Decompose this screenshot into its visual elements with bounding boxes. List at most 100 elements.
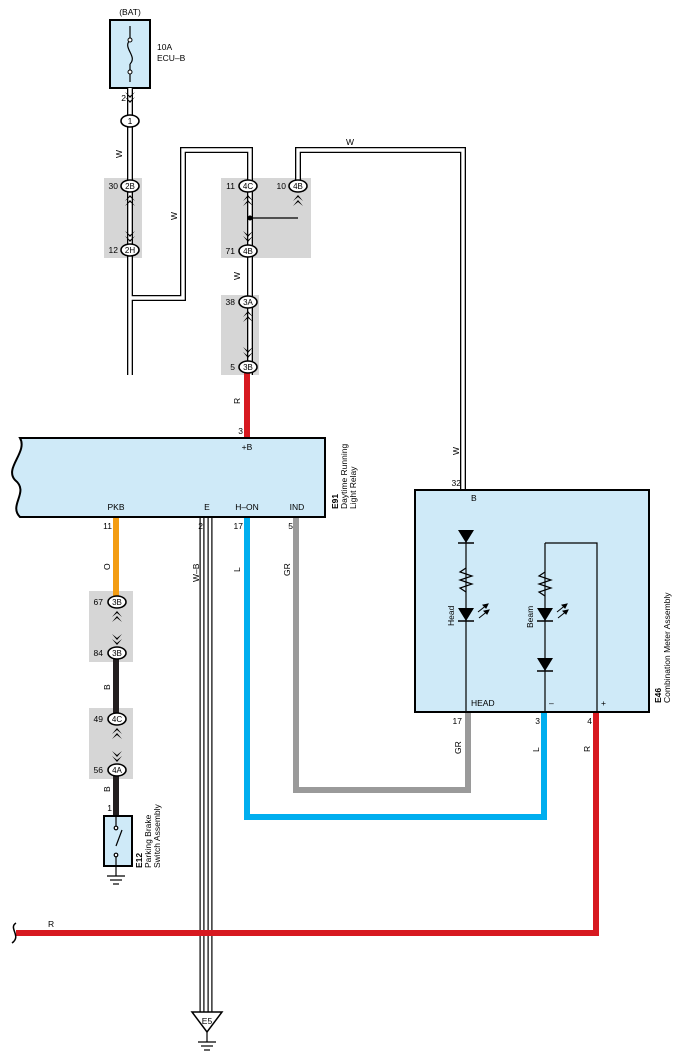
connector-arrow-12 — [112, 751, 122, 762]
connector-arrow-5 — [293, 195, 303, 206]
switch-contact — [113, 816, 123, 876]
fuse-pin: 2 — [121, 93, 126, 103]
oval-3B-b — [107, 646, 127, 660]
conn-3B-top: 3B — [243, 363, 253, 372]
pin-84: 84 — [94, 648, 104, 658]
relay-name-1: Daytime Running — [339, 444, 349, 509]
wire-label-r3: R — [48, 919, 54, 929]
pin-11: 11 — [226, 181, 235, 191]
oval-4C-top — [238, 179, 258, 193]
meter-plus-num: 4 — [587, 716, 592, 726]
oval-4B-mid — [238, 244, 258, 258]
conn-4C-top: 4C — [243, 182, 253, 191]
wire-label-r1: R — [232, 398, 242, 404]
conn-3A: 3A — [243, 298, 253, 307]
ground-id: E5 — [202, 1016, 213, 1026]
oval-4B-top — [288, 179, 308, 193]
oval-1 — [120, 114, 140, 128]
switch-code: E12 — [134, 853, 144, 868]
wire-label-r2: R — [582, 746, 592, 752]
connector-arrow-10 — [112, 634, 122, 645]
pin-5: 5 — [230, 362, 235, 372]
wire-gray-gr — [293, 518, 471, 793]
oval-2B — [120, 179, 140, 193]
switch-name-1: Parking Brake — [143, 814, 153, 868]
battery-label: (BAT) — [119, 7, 141, 17]
meter-name: Combination Meter Assembly — [662, 592, 672, 703]
relay-ind: IND — [290, 502, 305, 512]
relay-name-2: Light Relay — [348, 466, 358, 509]
connector-arrows — [112, 92, 303, 762]
meter-plus: + — [601, 698, 606, 708]
connector-arrow-8 — [243, 347, 253, 358]
ground-E5-triangle — [190, 1011, 224, 1034]
oval-3B-a — [107, 595, 127, 609]
relay-pin-b-num: 3 — [238, 426, 243, 436]
wire-label-b1: B — [102, 684, 112, 690]
conn-2B: 2B — [125, 182, 135, 191]
conn-4B-mid: 4B — [243, 247, 253, 256]
conn-4B-top: 4B — [293, 182, 303, 191]
meter-b-num: 32 — [452, 478, 462, 488]
pin-12: 12 — [109, 245, 119, 255]
switch-ground-icon — [107, 875, 125, 885]
oval-3B-top — [238, 360, 258, 374]
wire-label-w3: W — [232, 272, 242, 280]
beam-led-icon — [537, 608, 553, 621]
fuse-amp: 10A — [157, 42, 172, 52]
pin-38: 38 — [226, 297, 236, 307]
relay-hon-num: 17 — [234, 521, 244, 531]
relay-pkb: PKB — [107, 502, 124, 512]
wire-label-o: O — [102, 563, 112, 570]
connector-arrow-11 — [112, 728, 122, 739]
relay-body — [11, 437, 326, 518]
relay-e: E — [204, 502, 210, 512]
conn-3B-b: 3B — [112, 649, 122, 658]
pin-71: 71 — [226, 246, 236, 256]
meter-body — [414, 489, 650, 713]
wire-blue-l — [244, 518, 547, 820]
pin-56: 56 — [94, 765, 104, 775]
oval-3A — [238, 295, 258, 309]
led-light-rays — [477, 603, 569, 619]
relay-pin-b: +B — [242, 442, 253, 452]
relay-ind-num: 5 — [288, 521, 293, 531]
wire-break-mark — [11, 922, 17, 944]
beam-diode-icon — [537, 658, 553, 671]
oval-2H — [120, 243, 140, 257]
wire-label-b2: B — [102, 786, 112, 792]
meter-internal-circuit — [458, 535, 598, 712]
connector-arrow-2 — [125, 195, 135, 206]
wire-label-w1: W — [114, 150, 124, 158]
wire-label-gr1: GR — [282, 563, 292, 576]
wire-label-l2: L — [531, 747, 541, 752]
meter-diode-icon — [458, 530, 474, 543]
junction-1: 1 — [128, 116, 133, 126]
conn-4C-low: 4C — [112, 715, 122, 724]
connector-arrow-3 — [125, 231, 135, 242]
meter-minus: – — [549, 698, 554, 708]
conn-2H: 2H — [125, 246, 135, 255]
meter-b: B — [471, 493, 477, 503]
connector-arrow-1 — [125, 92, 135, 103]
pin-10: 10 — [277, 181, 287, 191]
meter-head-pin: HEAD — [471, 698, 495, 708]
conn-4A: 4A — [112, 766, 122, 775]
oval-4C-low — [107, 712, 127, 726]
meter-head-label: Head — [446, 605, 456, 626]
relay-e-num: 2 — [198, 521, 203, 531]
relay-hon: H–ON — [235, 502, 259, 512]
switch-pin: 1 — [107, 803, 112, 813]
wire-label-l1: L — [232, 567, 242, 572]
connector-arrow-9 — [112, 611, 122, 622]
meter-minus-num: 3 — [535, 716, 540, 726]
wire-label-gr2: GR — [453, 741, 463, 754]
meter-code: E46 — [653, 688, 663, 703]
meter-beam-label: Beam — [525, 606, 535, 628]
fuse-name: ECU–B — [157, 53, 186, 63]
ground-E5-icon — [198, 1032, 216, 1051]
colored-wires — [16, 372, 599, 936]
head-led-icon — [458, 608, 474, 621]
conn-3B-a: 3B — [112, 598, 122, 607]
